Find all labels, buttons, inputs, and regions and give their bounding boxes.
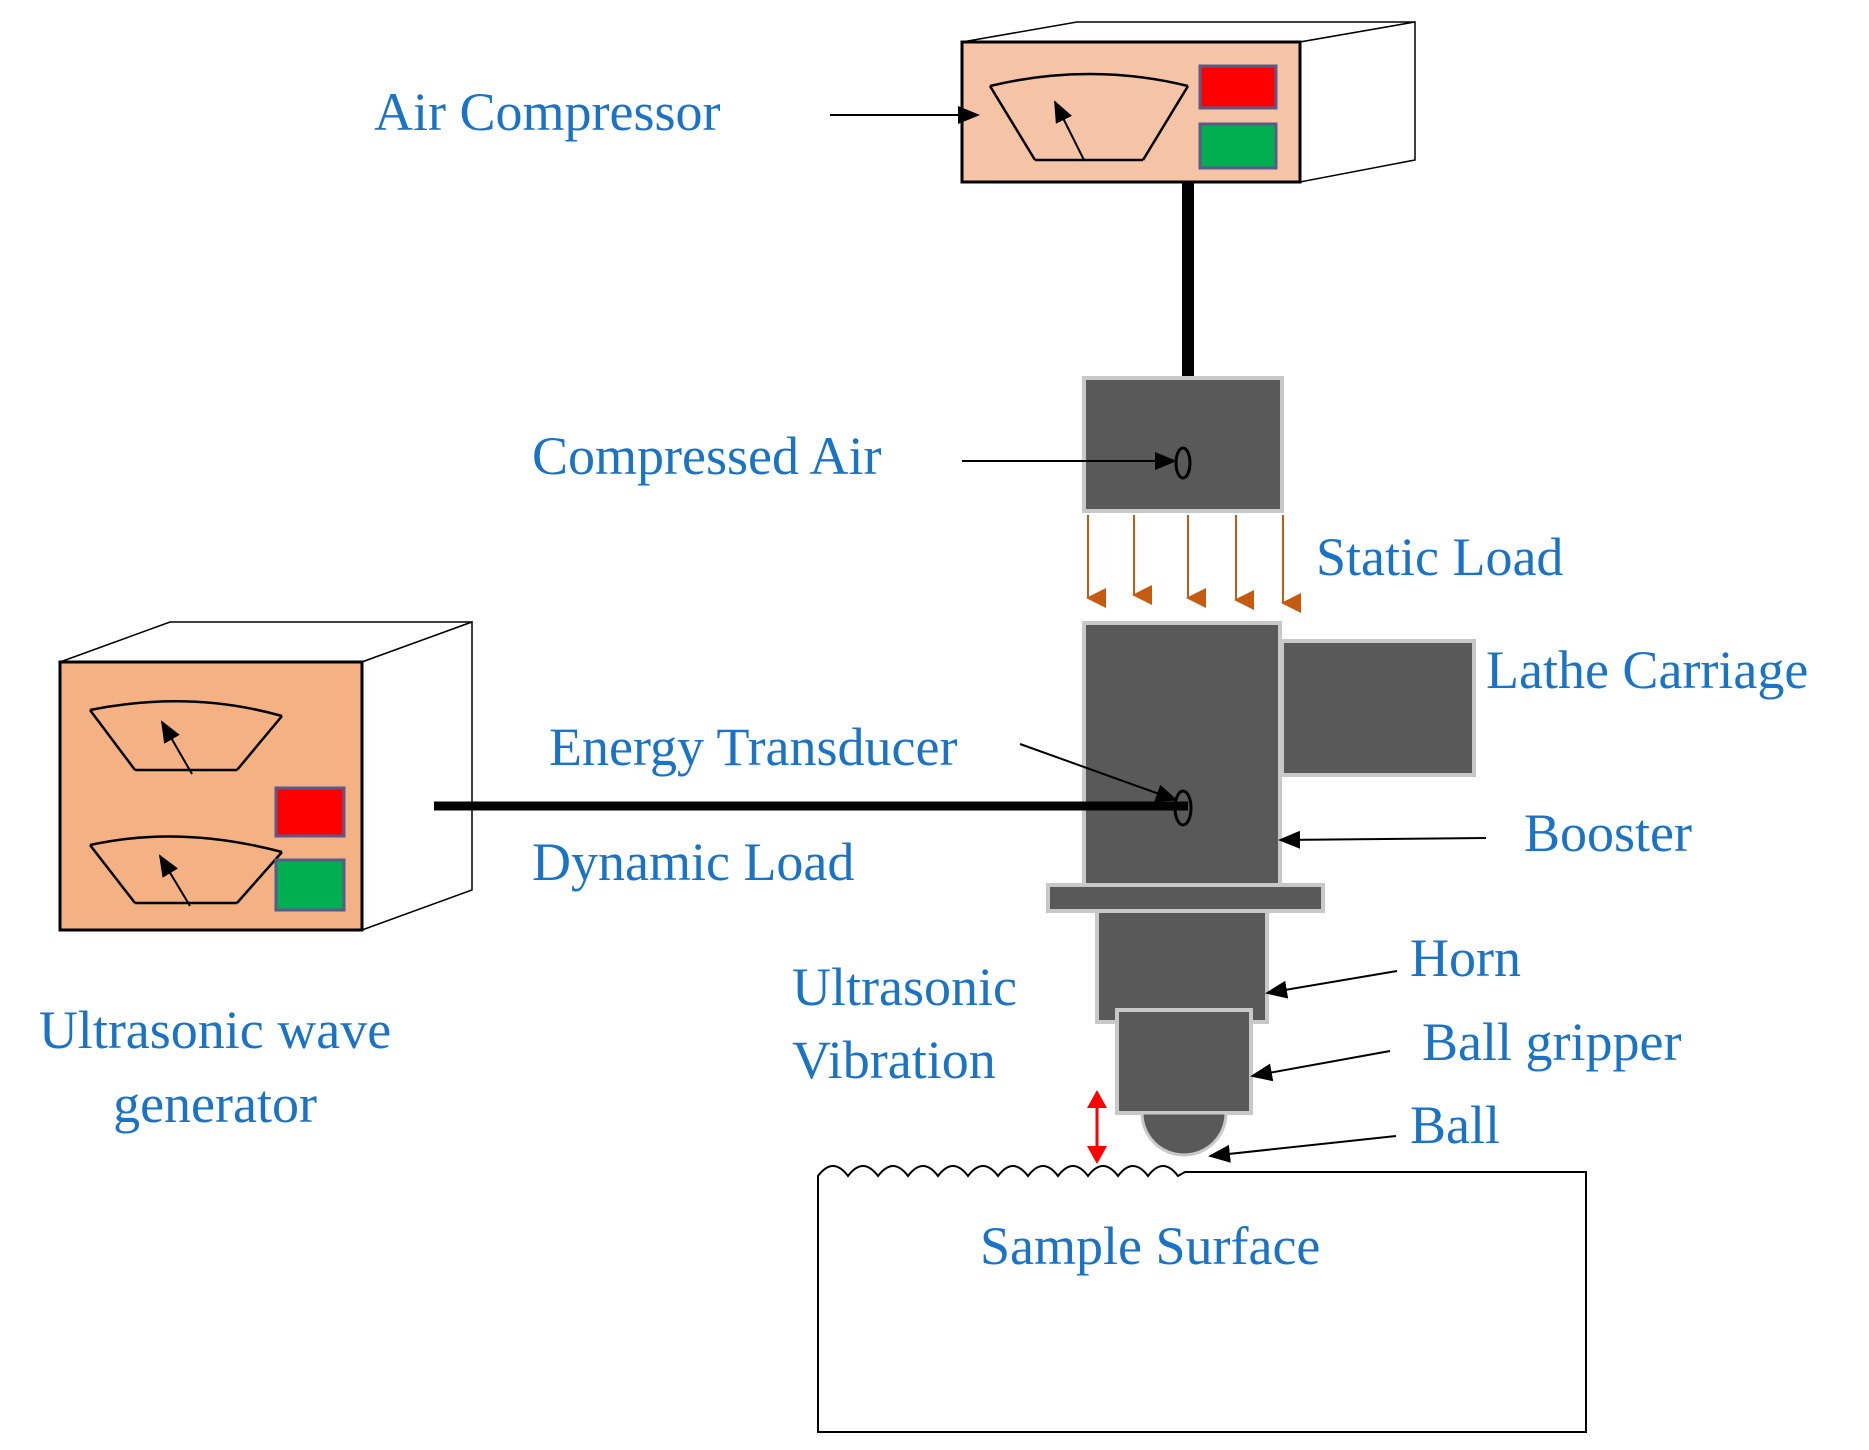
ultrasonic-generator-box <box>58 620 473 932</box>
ball-gripper-body <box>1115 1008 1253 1115</box>
energy-transducer-label: Energy Transducer <box>549 717 957 777</box>
booster-pointer <box>1278 830 1487 849</box>
gauge-icon <box>988 72 1190 162</box>
green-indicator <box>274 858 346 912</box>
dynamic-load-label: Dynamic Load <box>532 832 854 892</box>
lathe-carriage-block <box>1280 639 1476 777</box>
static-load-arrows <box>1086 515 1301 613</box>
energy-transducer-pointer <box>1019 743 1178 802</box>
booster-body <box>1082 621 1282 887</box>
sample-block <box>817 1165 1587 1433</box>
generator-label-line1: Ultrasonic wave <box>39 1000 391 1060</box>
ball-label: Ball <box>1410 1095 1500 1155</box>
ball <box>1140 1111 1228 1157</box>
booster-label: Booster <box>1524 803 1692 863</box>
gauge-icon <box>89 700 283 775</box>
generator-label-line2: generator <box>113 1074 317 1134</box>
green-indicator <box>1198 122 1278 170</box>
air-compressor-box <box>960 21 1416 184</box>
horn-pointer <box>1265 970 1398 999</box>
vibration-arrow <box>1087 1090 1107 1164</box>
compressed-air-block <box>1082 376 1284 513</box>
sample-surface-label: Sample Surface <box>980 1216 1320 1276</box>
air-compressor-label: Air Compressor <box>374 82 720 142</box>
booster-flange <box>1046 883 1325 913</box>
red-indicator <box>274 786 346 838</box>
lathe-carriage-label: Lathe Carriage <box>1486 640 1808 700</box>
ultrasonic-vibration-label-line1: Ultrasonic <box>792 957 1017 1017</box>
horn-body <box>1095 909 1269 1024</box>
ultrasonic-vibration-label-line2: Vibration <box>792 1030 996 1090</box>
ball-gripper-pointer <box>1250 1050 1391 1082</box>
horn-label: Horn <box>1410 928 1521 988</box>
compressed-air-label: Compressed Air <box>532 426 881 486</box>
ball-pointer <box>1208 1135 1397 1163</box>
ball-gripper-label: Ball gripper <box>1422 1012 1681 1072</box>
red-indicator <box>1198 64 1278 110</box>
static-load-label: Static Load <box>1316 527 1563 587</box>
